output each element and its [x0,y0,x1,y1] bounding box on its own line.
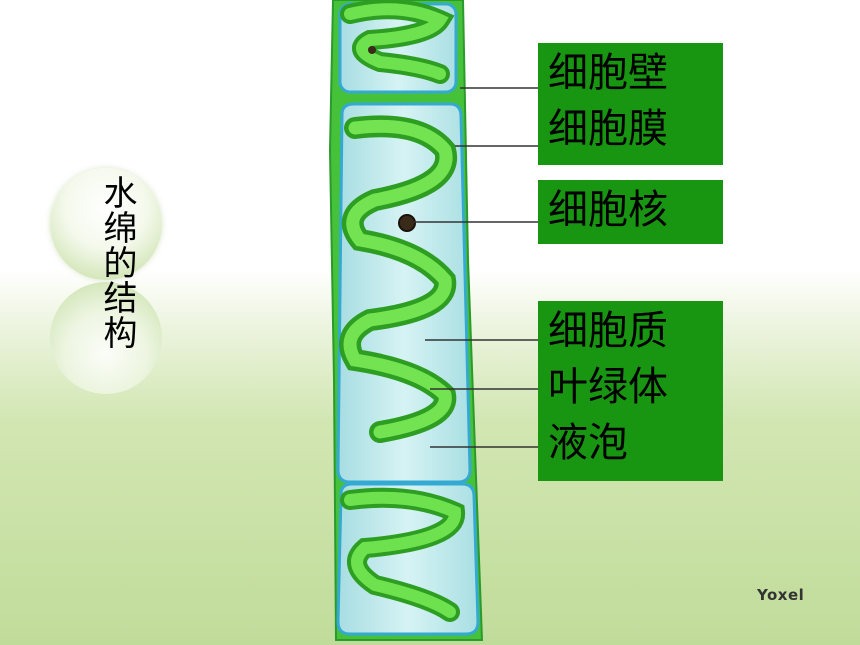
label-cytoplasm: 细胞质 [548,308,668,354]
label-box-cytoplasm: 细胞质 叶绿体 液泡 [538,301,723,481]
label-box-nucleus: 细胞核 [538,180,723,244]
chloroplast-bottom [340,487,465,622]
decorative-orb-bottom [50,282,162,394]
label-chloroplast: 叶绿体 [548,364,668,410]
nucleus-dot [398,214,416,232]
label-nucleus: 细胞核 [548,187,668,233]
chloroplast-middle [339,115,458,443]
label-vacuole: 液泡 [548,420,628,466]
decorative-orb-top [50,168,162,280]
nucleus-dot-top [368,46,376,54]
chloroplast-top [340,0,455,84]
label-box-wall: 细胞壁 细胞膜 [538,43,723,165]
leader-lines [414,87,538,448]
watermark-logo: Yoxel [757,586,805,604]
label-cell-membrane: 细胞膜 [548,106,668,152]
label-cell-wall: 细胞壁 [548,50,668,96]
slide-title: 水绵的结构 [97,175,137,350]
